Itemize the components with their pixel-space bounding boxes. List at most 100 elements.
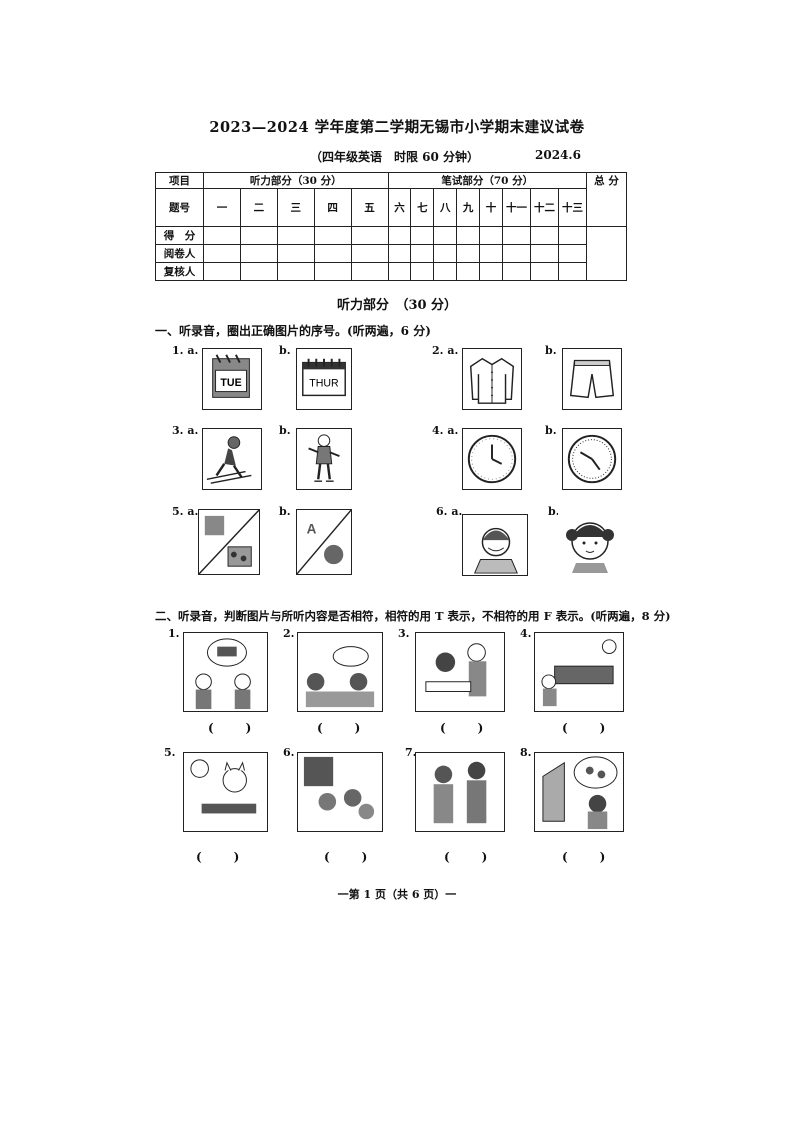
score-cell[interactable] <box>387 226 412 245</box>
checker-cell[interactable] <box>239 262 278 281</box>
clock-icon <box>467 434 517 484</box>
grader-cell[interactable] <box>239 244 278 263</box>
checker-cell[interactable] <box>530 262 559 281</box>
grader-cell[interactable] <box>203 244 241 263</box>
grader-label: 阅卷人 <box>155 244 204 263</box>
svg-text:A: A <box>307 521 317 536</box>
grader-cell[interactable] <box>433 244 458 263</box>
item-number: 8. <box>520 746 532 759</box>
exam-subtitle: （四年级英语 时限 60 分钟） <box>310 150 480 164</box>
grader-cell[interactable] <box>350 244 389 263</box>
answer-blank[interactable]: ( ) <box>196 850 250 864</box>
split-scene-icon: A <box>297 510 351 574</box>
grader-cell[interactable] <box>387 244 412 263</box>
girl-picture[interactable] <box>558 509 622 575</box>
score-cell[interactable] <box>479 226 503 245</box>
qno-cell: 十 <box>479 188 503 227</box>
item-number: 4. <box>520 627 532 640</box>
scene-2-picture[interactable] <box>297 632 383 712</box>
score-cell[interactable] <box>276 226 315 245</box>
shirt-picture[interactable] <box>462 348 522 410</box>
split-picture-b[interactable]: A <box>296 509 352 575</box>
clock-a-picture[interactable] <box>462 428 522 490</box>
checker-cell[interactable] <box>313 262 352 281</box>
score-cell[interactable] <box>350 226 389 245</box>
qno-cell: 七 <box>410 188 435 227</box>
scene-6-picture[interactable] <box>297 752 383 832</box>
score-cell[interactable] <box>410 226 435 245</box>
cat-reading-icon <box>190 759 257 814</box>
qno-cell: 一 <box>203 188 241 227</box>
exam-date: 2024.6 <box>535 148 581 162</box>
two-children-icon <box>433 761 487 824</box>
checker-cell[interactable] <box>502 262 531 281</box>
girl-face-icon <box>566 522 614 573</box>
skater-icon <box>308 434 340 482</box>
item-number: 1. <box>168 627 180 640</box>
qno-cell: 五 <box>350 188 389 227</box>
answer-blank[interactable]: ( ) <box>324 850 378 864</box>
clock-b-picture[interactable] <box>562 428 622 490</box>
sick-girl-icon <box>473 527 518 574</box>
score-cell[interactable] <box>313 226 352 245</box>
item-number: 7. <box>405 746 417 759</box>
answer-blank[interactable]: ( ) <box>317 721 371 735</box>
scene-4-picture[interactable] <box>534 632 624 712</box>
answer-blank[interactable]: ( ) <box>562 850 616 864</box>
qno-cell: 九 <box>456 188 481 227</box>
grader-cell[interactable] <box>410 244 435 263</box>
grader-cell[interactable] <box>479 244 503 263</box>
score-cell[interactable] <box>502 226 531 245</box>
score-cell[interactable] <box>203 226 241 245</box>
crowd-scene-icon <box>303 756 375 820</box>
scene-5-picture[interactable] <box>183 752 268 832</box>
score-cell[interactable] <box>530 226 559 245</box>
skiing-picture[interactable] <box>202 428 262 490</box>
grader-cell[interactable] <box>558 244 587 263</box>
page-title: 2023—2024 学年度第二学期无锡市小学期末建议试卷 <box>209 119 585 136</box>
grader-cell[interactable] <box>530 244 559 263</box>
qno-cell: 十三 <box>558 188 587 227</box>
checker-cell[interactable] <box>350 262 389 281</box>
total-header: 总 分 <box>586 172 627 227</box>
scene-7-picture[interactable] <box>415 752 505 832</box>
shorts-picture[interactable] <box>562 348 622 410</box>
skating-picture[interactable] <box>296 428 352 490</box>
answer-blank[interactable]: ( ) <box>562 721 616 735</box>
checker-cell[interactable] <box>479 262 503 281</box>
grader-cell[interactable] <box>456 244 481 263</box>
checker-cell[interactable] <box>456 262 481 281</box>
girl-thinking-icon <box>542 756 618 830</box>
score-cell[interactable] <box>239 226 278 245</box>
answer-blank[interactable]: ( ) <box>208 721 262 735</box>
item-number: 1. a. <box>172 344 199 357</box>
calendar-thur-picture[interactable]: THUR <box>296 348 352 410</box>
scene-1-picture[interactable] <box>183 632 268 712</box>
item-header: 项目 <box>155 172 204 189</box>
scene-3-picture[interactable] <box>415 632 505 712</box>
score-cell[interactable] <box>456 226 481 245</box>
item-number: 2. a. <box>432 344 459 357</box>
checker-cell[interactable] <box>433 262 458 281</box>
grader-cell[interactable] <box>313 244 352 263</box>
option-b-label: b. <box>279 424 291 437</box>
answer-blank[interactable]: ( ) <box>444 850 498 864</box>
sick-girl-picture[interactable] <box>462 514 528 576</box>
checker-cell[interactable] <box>387 262 412 281</box>
option-b-label: b. <box>279 505 291 518</box>
calendar-tue-picture[interactable]: TUE <box>202 348 262 410</box>
qno-cell: 十一 <box>502 188 531 227</box>
checker-cell[interactable] <box>276 262 315 281</box>
checker-cell[interactable] <box>203 262 241 281</box>
answer-blank[interactable]: ( ) <box>440 721 494 735</box>
grader-cell[interactable] <box>502 244 531 263</box>
qno-label: 题号 <box>155 188 204 227</box>
score-cell[interactable] <box>433 226 458 245</box>
total-cell[interactable] <box>586 226 627 281</box>
grader-cell[interactable] <box>276 244 315 263</box>
checker-cell[interactable] <box>410 262 435 281</box>
split-picture-a[interactable] <box>198 509 260 575</box>
scene-8-picture[interactable] <box>534 752 624 832</box>
score-cell[interactable] <box>558 226 587 245</box>
checker-cell[interactable] <box>558 262 587 281</box>
